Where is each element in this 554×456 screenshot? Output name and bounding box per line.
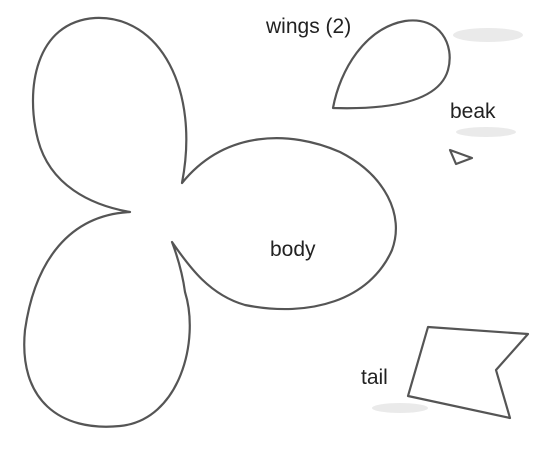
tail-smudge [372,403,428,413]
body-label: body [270,238,316,261]
body-outline [23,16,397,428]
tail-outline [406,325,530,420]
wing-outline [331,19,451,110]
beak-smudge [456,127,516,137]
wings-label: wings (2) [265,15,351,38]
beak-label: beak [450,100,496,123]
wings-smudge [453,28,523,42]
tail-label: tail [361,366,388,389]
beak-outline [448,148,474,166]
